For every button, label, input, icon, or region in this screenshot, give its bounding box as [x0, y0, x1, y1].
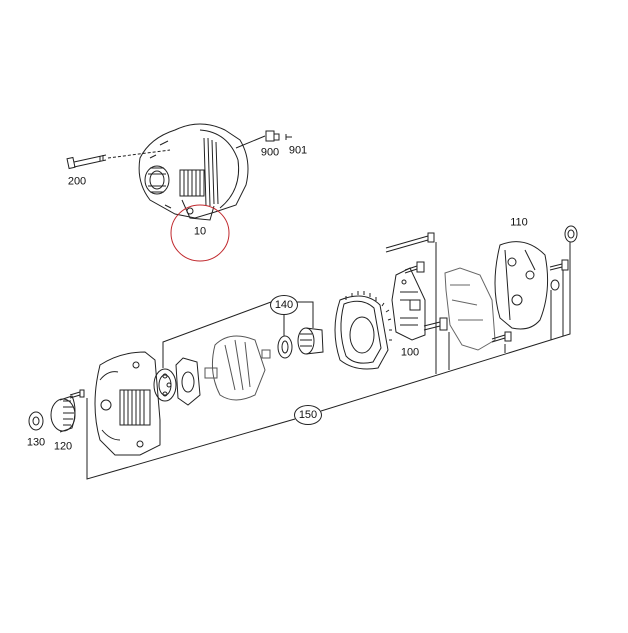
part-label-200[interactable]: 200 — [67, 175, 87, 188]
pulley-nut-drawing — [28, 389, 85, 433]
part-label-10[interactable]: 10 — [193, 225, 207, 238]
leader-lines — [86, 242, 571, 480]
rear-cover-drawing — [494, 241, 549, 330]
slip-ring-drawing — [297, 327, 324, 355]
part-label-120[interactable]: 120 — [53, 440, 73, 453]
retainer-plate-drawing — [175, 357, 201, 406]
front-bearing-drawing — [153, 368, 177, 402]
callout-150[interactable]: 150 — [294, 405, 322, 425]
part-label-100[interactable]: 100 — [400, 346, 420, 359]
screws-drawing — [385, 225, 578, 343]
rotor-drawing — [204, 335, 271, 401]
stator-drawing — [334, 291, 392, 370]
part-900-901-connector — [235, 130, 292, 149]
rear-bearing-drawing — [277, 335, 293, 359]
part-label-110[interactable]: 110 — [510, 216, 528, 229]
rectifier-drawing — [444, 267, 496, 351]
callout-140[interactable]: 140 — [270, 295, 298, 315]
part-label-901[interactable]: 901 — [288, 144, 308, 157]
part-200-bolt — [66, 149, 171, 170]
front-housing-drawing — [94, 351, 161, 456]
highlight-circle — [170, 204, 230, 262]
assembled-alternator-drawing — [138, 123, 249, 221]
part-label-900[interactable]: 900 — [260, 146, 280, 159]
part-label-130[interactable]: 130 — [26, 436, 46, 449]
regulator-drawing — [391, 267, 426, 341]
